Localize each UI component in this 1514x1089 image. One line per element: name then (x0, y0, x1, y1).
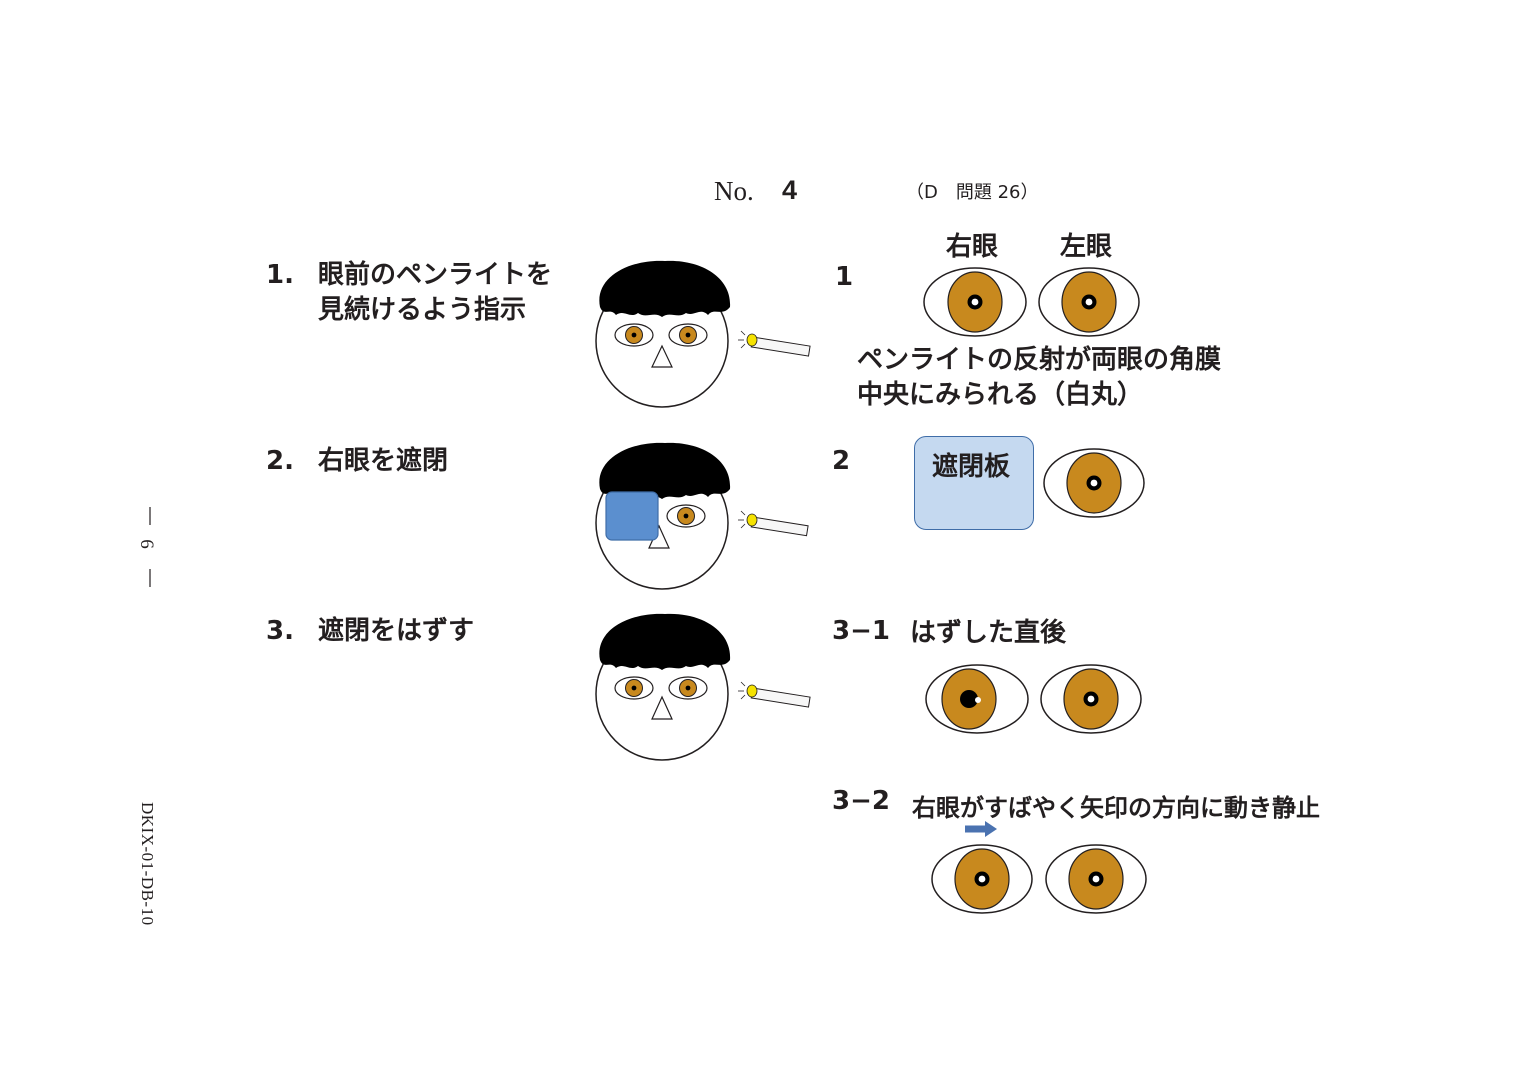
step-2: 2. 右眼を遮閉 (266, 444, 448, 479)
result-1-eyes (923, 267, 1140, 337)
result-3-1-eyes (925, 664, 1142, 734)
left-eye (668, 676, 708, 700)
step-1: 1. 眼前のペンライトを 見続けるよう指示 (266, 258, 552, 328)
hair (599, 260, 731, 317)
face-illustration-2 (595, 442, 809, 590)
hair (599, 442, 731, 499)
nose (651, 344, 673, 368)
page-number: 6 (135, 539, 157, 549)
result-2-label: 2 (832, 446, 851, 476)
face-illustration-3 (595, 613, 811, 761)
step-number: 3. (266, 616, 294, 646)
problem-reference: （D 問題 26） (906, 182, 1039, 203)
left-eye (1040, 664, 1142, 734)
result-3-2-description: 右眼がすばやく矢印の方向に動き静止 (912, 794, 1320, 822)
nose (651, 695, 673, 720)
result-1-description: ペンライトの反射が両眼の角膜 中央にみられる（白丸） (857, 345, 1222, 410)
left-eye (668, 323, 708, 347)
document-code: DKIX-01-DB-10 (138, 802, 157, 926)
step-text: 見続けるよう指示 (318, 295, 527, 325)
result-3-1-label: 3−1 (832, 616, 890, 646)
occluder (605, 491, 659, 541)
step-text: 眼前のペンライトを (318, 260, 553, 290)
result-2-left-eye (1043, 448, 1145, 518)
right-eye (925, 664, 1029, 734)
right-eye-header: 右眼 (946, 232, 999, 262)
left-eye (1045, 844, 1147, 914)
page-number-marker (149, 507, 151, 587)
problem-number: 4 (782, 175, 798, 205)
penlight-icon (738, 681, 811, 708)
result-3-2-label: 3−2 (832, 786, 890, 816)
right-eye (931, 844, 1033, 914)
problem-number-label: No. (714, 176, 754, 206)
right-eye (923, 267, 1027, 337)
hair (599, 613, 731, 670)
penlight-icon (738, 330, 811, 357)
result-1-label: 1 (835, 262, 854, 292)
result-3-2-eyes (931, 844, 1147, 914)
right-eye (614, 323, 654, 347)
step-3: 3. 遮閉をはずす (266, 614, 474, 649)
occluder-board (914, 436, 1034, 530)
step-text: 遮閉をはずす (318, 616, 475, 646)
occluder-label: 遮閉板 (932, 452, 1011, 482)
penlight-icon (738, 510, 809, 537)
step-number: 2. (266, 446, 294, 476)
left-eye-header: 左眼 (1060, 232, 1113, 262)
arrow-right-icon (965, 821, 997, 837)
right-eye (614, 676, 654, 700)
result-3-1-description: はずした直後 (910, 618, 1067, 648)
left-eye (1038, 267, 1140, 337)
step-text: 右眼を遮閉 (318, 446, 449, 476)
face-illustration-1 (595, 260, 811, 408)
left-eye (666, 504, 706, 528)
step-number: 1. (266, 260, 294, 290)
